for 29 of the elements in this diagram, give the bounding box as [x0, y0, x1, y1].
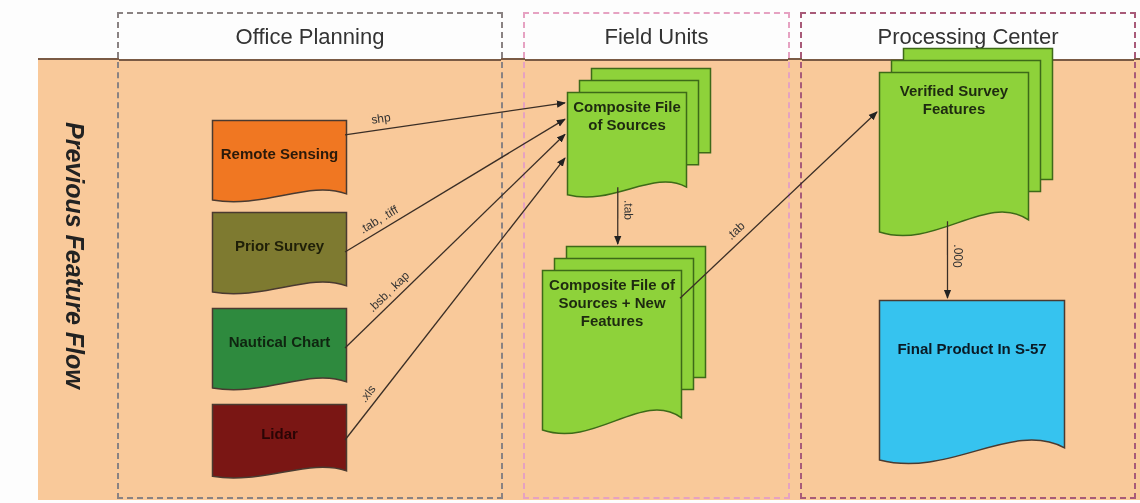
document-shape — [212, 404, 347, 480]
node-label: Verified Survey Features — [898, 82, 1010, 118]
arrow — [344, 157, 566, 441]
node-label: Final Product In S-57 — [896, 340, 1048, 359]
edge-label: .tab — [621, 198, 635, 221]
node-label: Composite File of Sources + New Features — [548, 276, 676, 330]
lane-title: Field Units — [604, 23, 709, 50]
node-label: Composite File of Sources — [572, 98, 682, 134]
multi-document-shape — [567, 68, 711, 200]
swimlane — [117, 12, 503, 499]
arrow — [614, 186, 622, 245]
lane-title: Office Planning — [235, 23, 385, 50]
swimlane — [523, 12, 790, 499]
arrow — [679, 111, 878, 299]
node-label: Prior Survey — [233, 236, 326, 255]
document-shape — [212, 308, 347, 392]
lane-title: Processing Center — [877, 23, 1059, 50]
node-label: Lidar — [260, 425, 299, 444]
swimlane — [800, 12, 1136, 499]
node-label: Remote Sensing — [219, 144, 340, 163]
arrow — [344, 118, 566, 253]
edge-label: .000 — [951, 243, 964, 269]
band-title: Previous Feature Flow — [60, 122, 89, 389]
arrow — [344, 100, 566, 136]
node-label: Nautical Chart — [227, 332, 332, 351]
arrow — [344, 133, 566, 349]
document-shape — [212, 212, 347, 296]
arrow — [943, 220, 952, 299]
document-shape — [212, 120, 347, 204]
